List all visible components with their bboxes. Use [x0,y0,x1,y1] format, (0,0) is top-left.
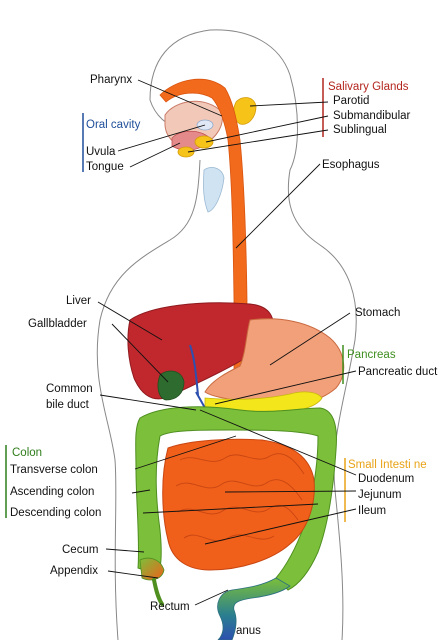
label-pancreas: Pancreas [347,349,396,361]
label-cecum: Cecum [62,544,98,556]
label-common-bile-duct-line2: bile duct [46,399,90,411]
label-anus: anus [236,625,261,637]
hepatic-duct [189,344,199,396]
label-ascending-colon: Ascending colon [10,486,94,498]
rectum-shape [217,577,291,640]
parotid-gland [233,97,257,125]
label-common-bile-duct-line1: Common [46,383,93,395]
common-bile-duct [195,391,206,409]
oral-cavity [164,100,225,213]
label-rectum: Rectum [150,601,190,613]
label-appendix: Appendix [50,565,98,577]
label-small-intestine: Small Intesti ne [348,459,427,471]
label-esophagus: Esophagus [322,159,380,171]
label-parotid: Parotid [333,95,369,107]
small-intestine-shape [162,438,315,571]
sublingual-gland [177,146,195,158]
label-duodenum: Duodenum [358,473,414,485]
label-colon: Colon [12,447,42,459]
body-outline [96,29,357,640]
label-transverse-colon: Transverse colon [10,464,98,476]
label-sublingual: Sublingual [333,124,387,136]
label-uvula: Uvula [86,146,116,158]
label-gallbladder: Gallbladder [28,318,87,330]
label-tongue: Tongue [86,161,124,173]
small-intestine-folds [175,453,305,542]
label-descending-colon: Descending colon [10,507,101,519]
label-ileum: Ileum [358,505,386,517]
label-jejunum: Jejunum [358,489,401,501]
larynx-shape [203,167,225,213]
label-liver: Liver [66,295,91,307]
submandibular-gland [194,135,214,149]
leader-lines [97,79,357,606]
label-stomach: Stomach [355,307,400,319]
salivary-glands [177,97,257,158]
appendix-shape [152,578,164,606]
label-salivary-glands: Salivary Glands [328,81,409,93]
label-oral-cavity: Oral cavity [86,119,141,131]
cecum-shape [139,557,165,581]
label-submandibular: Submandibular [333,110,411,122]
label-pancreatic-duct: Pancreatic duct [358,366,438,378]
label-pharynx: Pharynx [90,74,132,86]
